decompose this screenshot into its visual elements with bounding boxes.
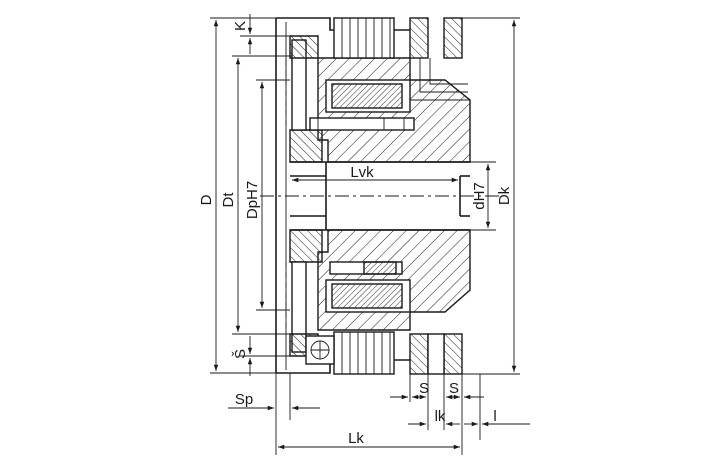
label-S2: S — [449, 380, 459, 397]
label-S1: S — [419, 380, 429, 397]
bearing — [305, 335, 335, 365]
label-Lvk: Lvk — [350, 164, 374, 181]
dimension-labels: D Dt DpH7 K Š Lvk dH7 Dk Sp S S lk l Lk — [198, 21, 513, 447]
spring-pin-lower — [329, 261, 403, 275]
coil-upper — [325, 79, 411, 113]
dimensions — [210, 14, 530, 455]
slip-ring — [409, 17, 470, 101]
label-K: K — [232, 21, 249, 31]
label-dH7: dH7 — [471, 182, 488, 210]
clutch-body — [260, 17, 500, 375]
coil-lower — [325, 279, 411, 313]
label-l: l — [493, 408, 496, 425]
label-lk: lk — [435, 408, 446, 425]
label-D: D — [198, 194, 215, 205]
lamella-pack-bottom — [333, 331, 395, 375]
label-Dt: Dt — [220, 192, 237, 208]
label-Dk: Dk — [496, 186, 513, 205]
label-Lk: Lk — [348, 430, 364, 447]
screw-upper — [309, 117, 415, 131]
label-Sp: Sp — [235, 391, 253, 408]
label-DpH7: DpH7 — [244, 181, 261, 219]
label-S-left: Š — [232, 349, 249, 359]
lamella-pack-top — [333, 17, 395, 59]
